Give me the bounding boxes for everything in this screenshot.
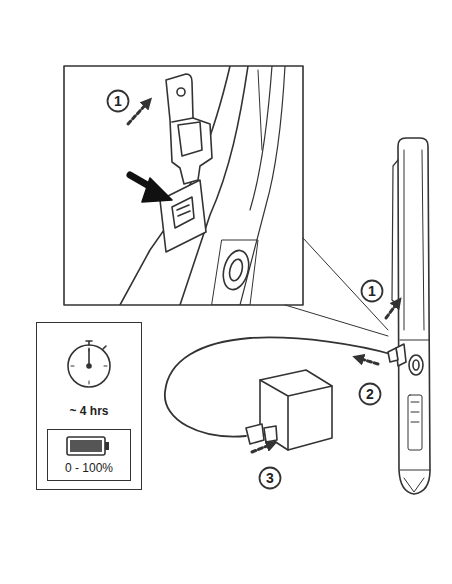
charge-range: 0 - 100% bbox=[48, 462, 130, 476]
zoom-lines bbox=[285, 238, 388, 336]
callout-number: 1 bbox=[114, 93, 122, 109]
battery-icon bbox=[66, 435, 110, 457]
work-lamp bbox=[392, 138, 430, 494]
callout-number: 3 bbox=[266, 470, 274, 486]
inset-frame bbox=[64, 66, 303, 305]
lift-arrow bbox=[128, 102, 148, 124]
callout-number: 1 bbox=[368, 283, 376, 299]
charger bbox=[246, 370, 332, 450]
callout-number: 2 bbox=[366, 386, 374, 402]
inset-detail bbox=[120, 66, 285, 305]
info-box: ~ 4 hrs 0 - 100% bbox=[36, 322, 142, 490]
callout-circle: 2 bbox=[358, 382, 382, 406]
charge-time: ~ 4 hrs bbox=[37, 405, 141, 419]
battery-box: 0 - 100% bbox=[47, 429, 131, 481]
callout-circle: 3 bbox=[258, 466, 282, 490]
callout-circle: 1 bbox=[106, 89, 130, 113]
callout-circle: 1 bbox=[360, 279, 384, 303]
clock-icon bbox=[68, 341, 110, 387]
